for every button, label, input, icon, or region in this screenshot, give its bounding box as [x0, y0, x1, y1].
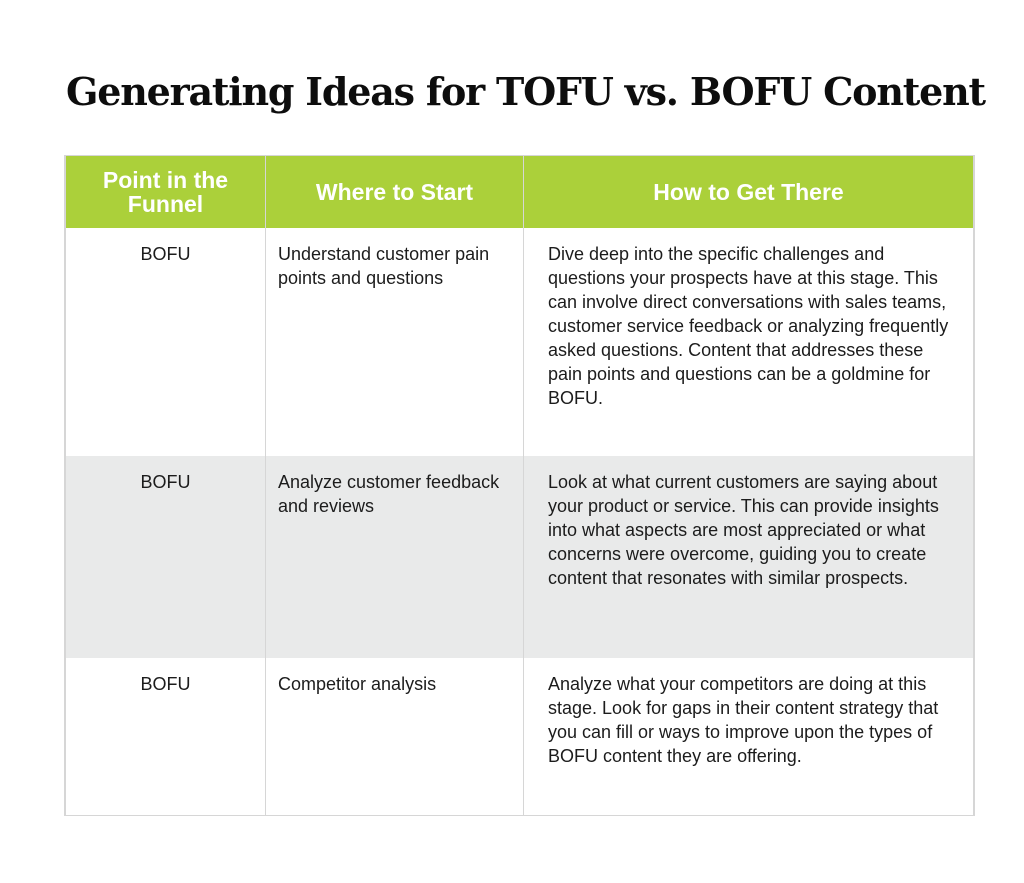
stage-cell: BOFU	[65, 456, 266, 658]
where-to-start-cell: Competitor analysis	[265, 658, 524, 815]
stage-cell: BOFU	[65, 228, 266, 456]
page-title: Generating Ideas for TOFU vs. BOFU Conte…	[66, 69, 986, 114]
header-how-to-get-there: How to Get There	[523, 156, 974, 228]
how-to-get-there-cell: Look at what current customers are sayin…	[523, 456, 974, 658]
header-where-to-start: Where to Start	[265, 156, 524, 228]
where-to-start-cell: Understand customer pain points and ques…	[265, 228, 524, 456]
where-to-start-cell: Analyze customer feedback and reviews	[265, 456, 524, 658]
table-row: BOFU Understand customer pain points and…	[65, 228, 974, 456]
table-row: BOFU Competitor analysis Analyze what yo…	[65, 658, 974, 815]
how-to-get-there-cell: Analyze what your competitors are doing …	[523, 658, 974, 815]
funnel-ideas-table: Point in the Funnel Where to Start How t…	[64, 155, 975, 816]
stage-cell: BOFU	[65, 658, 266, 815]
header-point-in-funnel: Point in the Funnel	[65, 156, 266, 228]
table-row: BOFU Analyze customer feedback and revie…	[65, 456, 974, 658]
how-to-get-there-cell: Dive deep into the specific challenges a…	[523, 228, 974, 456]
table-header-row: Point in the Funnel Where to Start How t…	[65, 156, 974, 228]
